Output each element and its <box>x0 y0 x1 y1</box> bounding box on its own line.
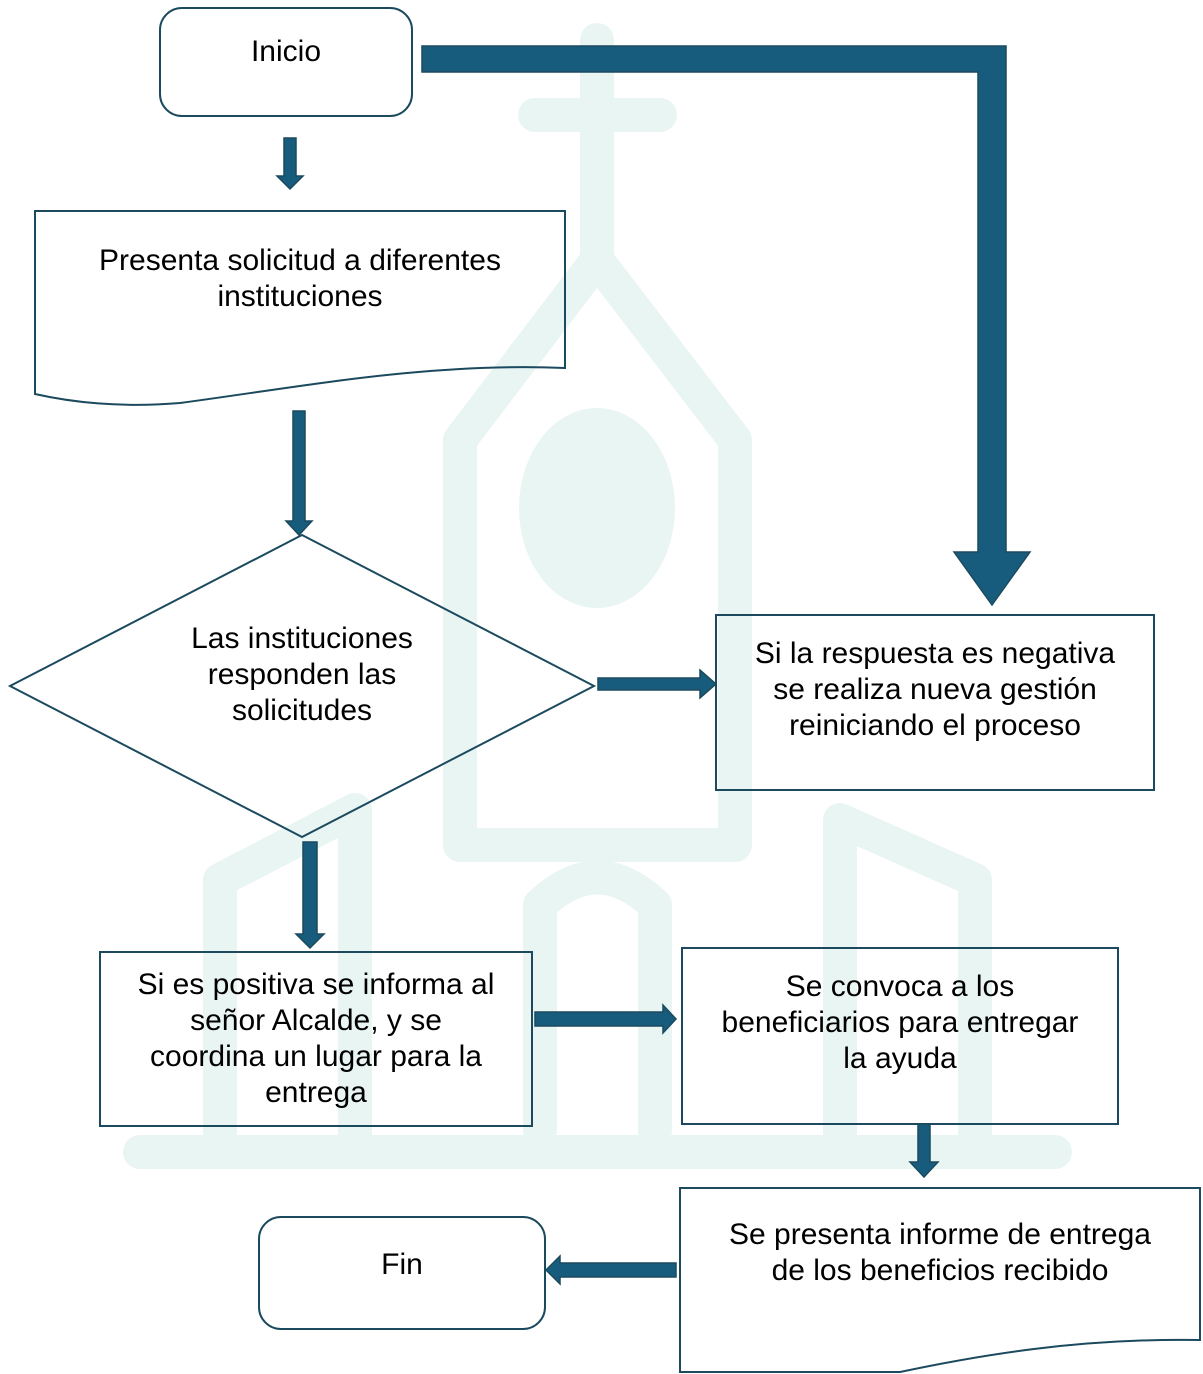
arrow-decision-to-positive <box>294 841 326 950</box>
start-node-shape <box>159 7 413 117</box>
request-node-shape <box>34 210 566 406</box>
positive-node-shape <box>99 951 533 1127</box>
end-node-label: Fin <box>381 1247 423 1281</box>
arrow-request-to-decision <box>284 410 314 537</box>
arrow-convene-to-report <box>908 1123 940 1179</box>
negative-node-shape <box>715 614 1155 791</box>
arrow-start-to-request <box>275 137 305 191</box>
request-node-label: Presenta solicitud a diferentes instituc… <box>99 244 501 313</box>
arrow-positive-to-convene <box>534 1003 678 1035</box>
arrow-report-to-end <box>544 1254 677 1286</box>
decision-node-label: Las instituciones responden las solicitu… <box>191 622 413 727</box>
arrow-decision-to-negative <box>597 668 718 700</box>
decision-node-shape <box>7 533 597 839</box>
convene-node-shape <box>681 947 1119 1125</box>
report-node-label: Se presenta informe de entrega de los be… <box>729 1217 1151 1287</box>
positive-node-label: Si es positiva se informa al señor Alcal… <box>137 968 495 1109</box>
convene-node-label: Se convoca a los beneficiarios para entr… <box>721 970 1079 1075</box>
negative-node-label: Si la respuesta es negativa se realiza n… <box>754 637 1116 742</box>
end-node-shape <box>258 1216 546 1330</box>
report-node-shape <box>679 1187 1201 1373</box>
arrow-start-to-negative <box>421 45 1032 607</box>
start-node-label: Inicio <box>250 35 322 68</box>
